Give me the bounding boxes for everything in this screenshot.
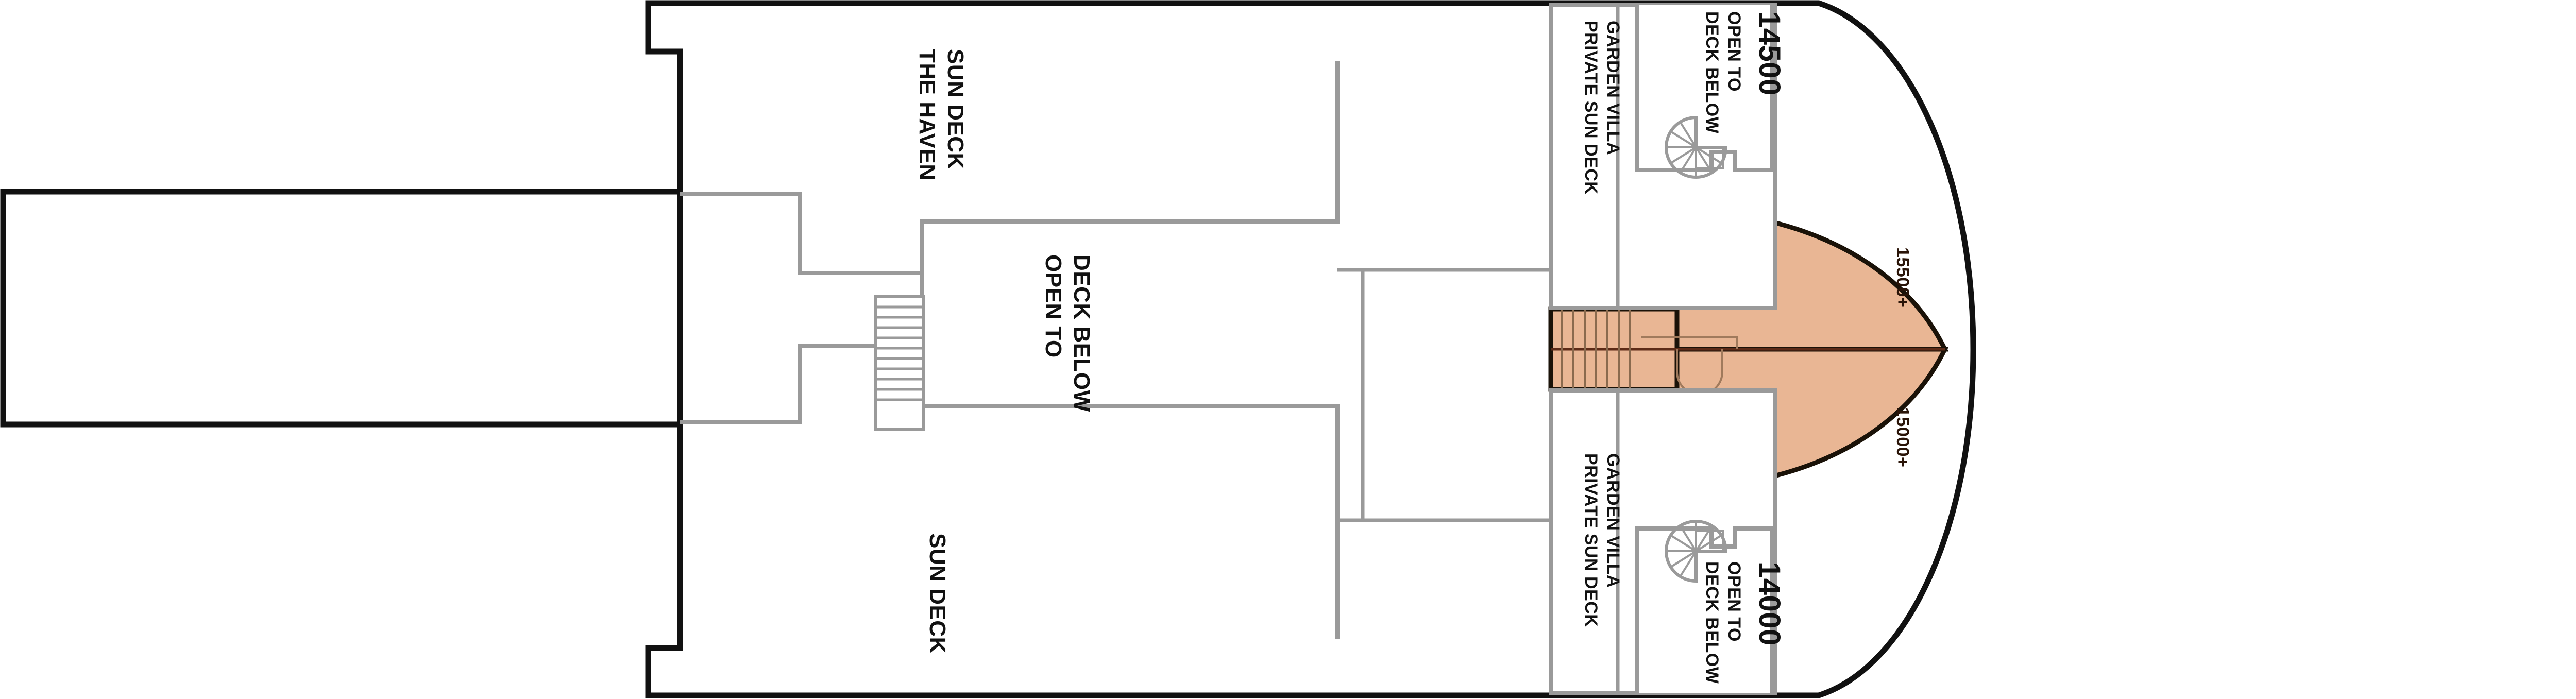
sun-deck-lower-label: SUN DECK <box>925 533 950 654</box>
the-haven-label-line2: SUN DECK <box>943 49 968 169</box>
cabin-14000-number: 14000 <box>1753 561 1786 646</box>
cabin-14500-number: 14500 <box>1753 11 1786 96</box>
open-to-deck-below-center-line2: DECK BELOW <box>1069 254 1094 412</box>
staircase-center-body <box>874 295 925 431</box>
staircase-center-treads <box>876 305 923 401</box>
garden-villa-14500-group <box>1549 3 1777 310</box>
label-cabin-14500: 14500 OPEN TO DECK BELOW <box>1702 11 1786 134</box>
the-haven-label-line1: THE HAVEN <box>914 49 940 180</box>
label-sun-deck-lower: SUN DECK <box>925 533 950 654</box>
spiral-staircase-bottom-landing <box>1695 530 1724 552</box>
cabin-14500-line2: DECK BELOW <box>1702 11 1722 134</box>
staircase-center <box>874 295 925 431</box>
label-cabin-14000: 14000 OPEN TO DECK BELOW <box>1702 561 1786 684</box>
staircase-tan <box>1561 309 1631 389</box>
cabin-14000-line2: DECK BELOW <box>1702 561 1722 684</box>
open-to-deck-below-center-outline <box>920 61 1340 273</box>
open-to-deck-below-center-line1: OPEN TO <box>1041 254 1066 358</box>
label-garden-villa-14000: GARDEN VILLA PRIVATE SUN DECK <box>1581 453 1623 627</box>
label-garden-villa-14500: GARDEN VILLA PRIVATE SUN DECK <box>1581 21 1623 194</box>
spiral-staircase-bottom-outer <box>1665 520 1728 583</box>
cabin-14500-line1: OPEN TO <box>1724 11 1744 92</box>
label-open-to-deck-below-center: OPEN TO DECK BELOW <box>1041 254 1094 412</box>
garden-villa-top-line1: GARDEN VILLA <box>1603 21 1623 155</box>
garden-villa-top-line2: PRIVATE SUN DECK <box>1581 21 1601 194</box>
zone-15000-plus-shape <box>1635 347 1949 480</box>
garden-villa-14000-group <box>1549 388 1777 695</box>
spiral-staircase-top <box>1665 115 1728 179</box>
tan-corridor-inner-detail <box>1641 336 1738 349</box>
aft-platform-outline <box>0 189 683 428</box>
staircase-tan-treads <box>1561 309 1631 389</box>
label-the-haven-sun-deck: THE HAVEN SUN DECK <box>914 49 968 180</box>
cabin-14000-line1: OPEN TO <box>1724 561 1744 642</box>
zone-15000-plus-label: 15000+ <box>1893 407 1912 467</box>
zone-15500-plus-label: 15500+ <box>1893 247 1912 308</box>
spiral-staircase-top-landing <box>1695 146 1724 169</box>
garden-villa-bottom-line2: PRIVATE SUN DECK <box>1581 453 1601 627</box>
spiral-staircase-top-outer <box>1665 115 1728 179</box>
spiral-staircase-bottom <box>1665 520 1728 583</box>
garden-villa-bottom-line1: GARDEN VILLA <box>1603 453 1623 588</box>
